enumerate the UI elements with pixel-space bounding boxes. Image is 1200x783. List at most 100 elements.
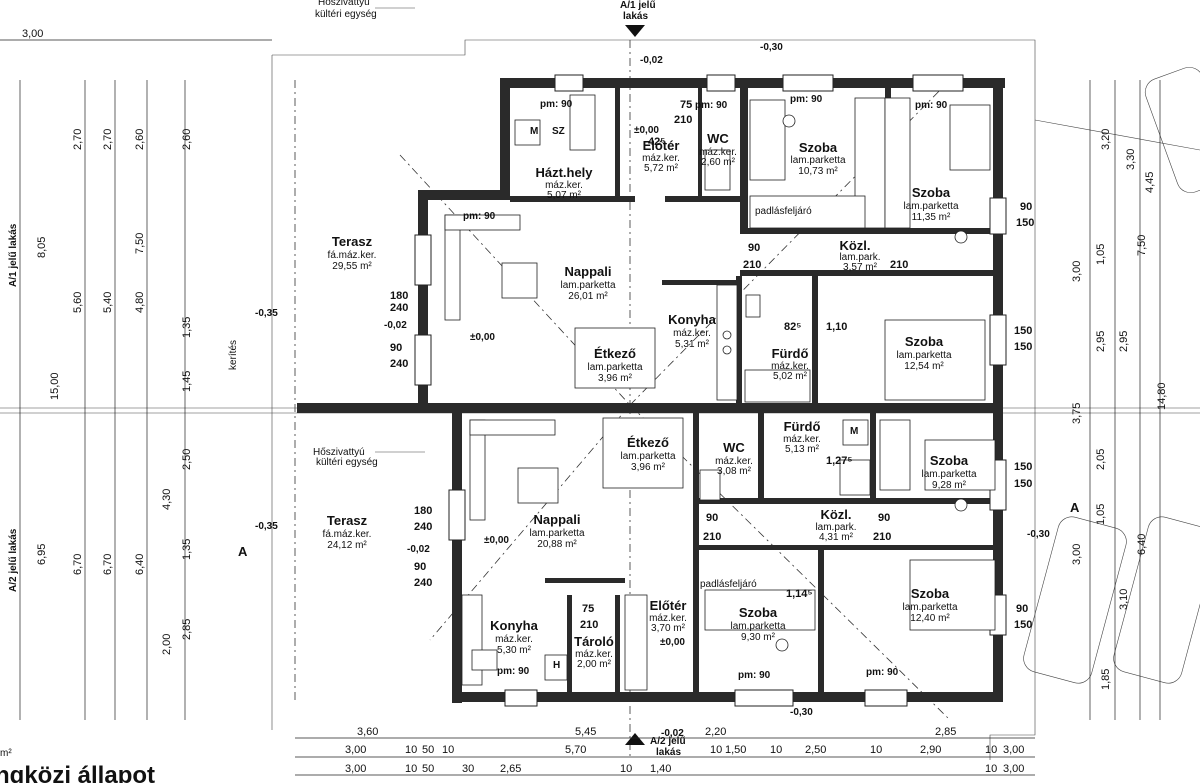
dim-right: 3,00: [1071, 544, 1083, 565]
dim-right: 3,30: [1125, 149, 1137, 170]
dim-right: 3,10: [1118, 589, 1130, 610]
level-mark: ±0,00: [660, 637, 685, 648]
parapet-mark: pm: 90: [866, 667, 899, 678]
outdoor-unit-label-mid: Hőszivattyú: [313, 447, 365, 458]
room-kozl-2-mat: lam.park.: [815, 522, 856, 533]
room-nappali-2-area: 20,88 m²: [537, 539, 577, 550]
room-szoba-4-area: 9,28 m²: [932, 480, 967, 491]
room-szoba-4-name: Szoba: [930, 453, 969, 468]
opening-dim: 210: [580, 619, 598, 631]
dim-bottom: 50: [422, 763, 434, 775]
opening-dim: 180: [414, 505, 432, 517]
attic-hatch-label-2: padlásfeljáró: [700, 579, 757, 590]
room-nappali-2-mat: lam.parketta: [529, 528, 584, 539]
dim-bottom: 10: [405, 763, 417, 775]
room-wc-2-name: WC: [723, 440, 745, 455]
opening-dim: 150: [1014, 325, 1032, 337]
dim-left: 2,60: [134, 129, 146, 150]
room-konyha-2-name: Konyha: [490, 618, 538, 633]
dim-left: 5,60: [72, 292, 84, 313]
outdoor-unit-label-top-2: kültéri egység: [315, 9, 377, 20]
room-wc-2-mat: máz.ker.: [715, 456, 753, 467]
flat-a2-entry-label: A/2 jelű: [650, 736, 686, 747]
opening-dim: 210: [873, 531, 891, 543]
dim-left: 2,60: [181, 129, 193, 150]
room-wc-1-area: 2,60 m²: [701, 157, 736, 168]
room-konyha-2-area: 5,30 m²: [497, 645, 532, 656]
parapet-mark: pm: 90: [738, 670, 771, 681]
room-szoba-6-name: Szoba: [911, 586, 950, 601]
room-konyha-1-area: 5,31 m²: [675, 339, 710, 350]
level-mark: ±0,00: [634, 125, 659, 136]
opening-dim: 42⁵: [648, 136, 665, 148]
room-kozl-1-mat: lam.park.: [839, 252, 880, 263]
dim-right: 2,95: [1095, 331, 1107, 352]
dim-bottom: 10: [405, 744, 417, 756]
dim-right: 1,05: [1095, 504, 1107, 525]
dim-bottom: 2,50: [805, 744, 826, 756]
room-furdo-2-name: Fürdő: [784, 419, 821, 434]
dim-bottom: 10: [985, 763, 997, 775]
meter-mark: M: [850, 426, 858, 437]
entry-arrow-bottom: [625, 733, 645, 745]
room-etkezo-1-area: 3,96 m²: [598, 373, 633, 384]
parapet-mark: pm: 90: [463, 211, 496, 222]
room-szoba-2-area: 11,35 m²: [912, 212, 951, 223]
opening-dim: 150: [1014, 341, 1032, 353]
room-szoba-5-name: Szoba: [739, 605, 778, 620]
dim-right: 7,50: [1136, 235, 1148, 256]
dim-top-left: 3,00: [22, 28, 43, 40]
room-konyha-1-mat: máz.ker.: [673, 328, 711, 339]
room-szoba-5-area: 9,30 m²: [741, 632, 776, 643]
dim-bottom: 3,00: [1003, 744, 1024, 756]
dim-left: 2,70: [102, 129, 114, 150]
room-furdo-1-mat: máz.ker.: [771, 361, 809, 372]
dim-left: 2,00: [161, 634, 173, 655]
dim-right: 6,40: [1136, 534, 1148, 555]
room-etkezo-2-area: 3,96 m²: [631, 462, 666, 473]
room-furdo-1-area: 5,02 m²: [773, 371, 808, 382]
room-etkezo-2-mat: lam.parketta: [620, 451, 675, 462]
dim-bottom: 2,20: [705, 726, 726, 738]
section-label-right: A: [1070, 500, 1080, 515]
room-szoba-2-name: Szoba: [912, 185, 951, 200]
dim-bottom: 3,60: [357, 726, 378, 738]
room-etkezo-2-name: Étkező: [627, 435, 669, 450]
room-furdo-2-area: 5,13 m²: [785, 444, 820, 455]
meter-mark: M: [530, 126, 538, 137]
dim-bottom: 10: [710, 744, 722, 756]
section-label-left: A: [238, 544, 248, 559]
level-mark: -0,30: [1027, 529, 1050, 540]
level-mark: ±0,00: [484, 535, 509, 546]
level-mark: -0,30: [790, 707, 813, 718]
room-terasz-2-mat: fá.máz.ker.: [323, 529, 372, 540]
room-kozl-2-area: 4,31 m²: [819, 532, 854, 543]
opening-dim: 150: [1014, 461, 1032, 473]
dim-bottom: 2,65: [500, 763, 521, 775]
flat-a2-side-label: A/2 jelű lakás: [8, 528, 19, 592]
room-haztheky-area: 5,07 m²: [547, 190, 582, 201]
room-eloter-1-mat: máz.ker.: [642, 153, 680, 164]
room-konyha-1-name: Konyha: [668, 312, 716, 327]
dim-left: 2,50: [181, 449, 193, 470]
room-tarolo-name: Tároló: [574, 634, 614, 649]
switch-mark: SZ: [552, 126, 565, 137]
level-mark: -0,35: [255, 521, 278, 532]
dim-bottom: 1,40: [650, 763, 671, 775]
room-furdo-2-mat: máz.ker.: [783, 434, 821, 445]
room-labels: Terasz fá.máz.ker. 29,55 m² Terasz fá.má…: [323, 131, 977, 670]
opening-dim: 90: [1020, 201, 1032, 213]
opening-dim: 150: [1014, 478, 1032, 490]
room-nappali-1-area: 26,01 m²: [568, 291, 608, 302]
flat-a2-entry-label-2: lakás: [656, 747, 681, 758]
room-kozl-1-area: 3,57 m²: [843, 262, 878, 273]
dim-right: 4,45: [1144, 172, 1156, 193]
dimension-lines: 3,00 3,60 5,45 2,20 2,85 3,00 10 50 10 5…: [0, 28, 1168, 776]
room-terasz-2-name: Terasz: [327, 513, 368, 528]
parked-cars: [1023, 67, 1200, 684]
dim-bottom: 2,90: [920, 744, 941, 756]
dim-bottom: 10: [770, 744, 782, 756]
opening-dim: 75: [582, 603, 594, 615]
dim-bottom: 3,00: [345, 744, 366, 756]
room-wc-2-area: 3,08 m²: [717, 466, 752, 477]
